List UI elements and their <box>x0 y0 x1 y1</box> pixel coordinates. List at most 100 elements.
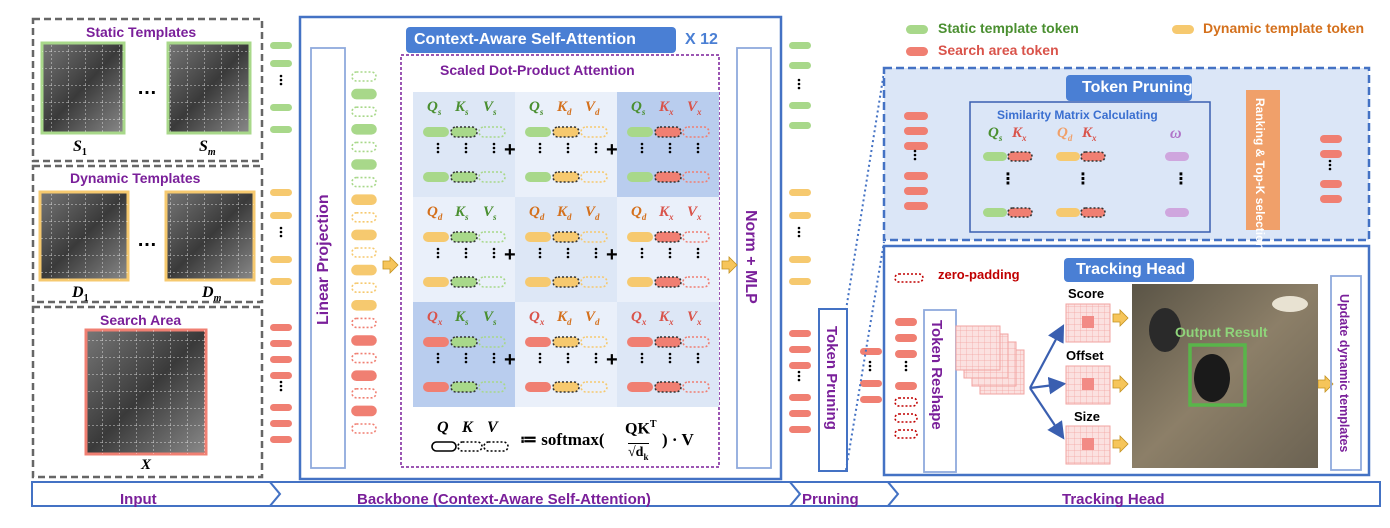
cell-symbol: Ks <box>455 309 469 327</box>
formula-token-v <box>483 441 509 452</box>
plus-sign: + <box>606 139 618 161</box>
topk-token <box>1320 180 1342 188</box>
pruned-token <box>860 380 882 387</box>
projected-token <box>351 299 377 311</box>
dots <box>668 146 672 150</box>
key-token <box>1080 151 1106 162</box>
dynamic-token <box>270 212 292 219</box>
topk-token <box>1320 195 1342 203</box>
stage-backbone: Backbone (Context-Aware Self-Attention) <box>357 491 651 508</box>
dots <box>436 352 440 356</box>
dots <box>904 368 908 372</box>
score-map <box>1065 303 1111 343</box>
stage-pruning: Pruning <box>802 491 859 508</box>
key-token <box>654 231 682 243</box>
dots <box>696 352 700 356</box>
plus-sign: + <box>504 244 516 266</box>
dots <box>797 378 801 382</box>
value-token <box>682 171 710 183</box>
post-attention-tokens <box>789 42 882 433</box>
dots <box>594 142 598 146</box>
projected-token <box>351 370 377 382</box>
dots <box>538 352 542 356</box>
dots <box>797 226 801 230</box>
cell-symbol: Vd <box>585 99 600 117</box>
dots <box>538 150 542 154</box>
flow-arrow <box>382 256 399 274</box>
dots <box>279 234 283 238</box>
value-token <box>580 231 608 243</box>
dynamic-token <box>789 278 811 285</box>
omega-label: ω <box>1170 125 1182 142</box>
static-token <box>270 60 292 67</box>
key-token <box>1007 151 1033 162</box>
size-label: Size <box>1074 409 1101 424</box>
cell-symbol: Vx <box>687 204 702 222</box>
value-token <box>682 276 710 288</box>
dots <box>492 251 496 255</box>
static-token <box>270 42 292 49</box>
query-token <box>983 152 1007 161</box>
projected-token <box>351 247 377 258</box>
value-token <box>682 231 710 243</box>
cell-symbol: Qd <box>631 204 647 222</box>
dots <box>566 247 570 251</box>
linear-projection-label: Linear Projection <box>315 194 332 326</box>
dots <box>640 142 644 146</box>
cell-symbol: Qd <box>427 204 443 222</box>
output-photo <box>1132 284 1318 468</box>
dots <box>640 360 644 364</box>
dots <box>566 142 570 146</box>
value-token <box>580 126 608 138</box>
dots <box>464 146 468 150</box>
key-token <box>552 381 580 393</box>
dots <box>797 230 801 234</box>
omega-token <box>1165 152 1189 161</box>
offset-label: Offset <box>1066 348 1104 363</box>
dots <box>594 255 598 259</box>
cell-symbol: Qx <box>529 309 545 327</box>
dots <box>913 149 917 153</box>
dynamic-token <box>270 189 292 196</box>
query-token <box>627 172 653 182</box>
update-dynamic-label: Update dynamic templates <box>1337 293 1351 453</box>
projected-token <box>351 229 377 241</box>
key-token <box>1007 207 1033 218</box>
dots <box>492 360 496 364</box>
projected-token <box>351 423 377 434</box>
key-token <box>552 126 580 138</box>
dots <box>913 157 917 161</box>
static-token <box>270 126 292 133</box>
dots <box>640 251 644 255</box>
projected-token <box>351 141 377 153</box>
norm-mlp-label: Norm + MLP <box>742 210 759 304</box>
dots <box>668 255 672 259</box>
formula-end: ) · V <box>662 430 694 449</box>
dots <box>279 78 283 82</box>
dots <box>868 360 872 364</box>
value-token <box>478 336 506 348</box>
pruned-token <box>860 396 882 403</box>
dots <box>492 356 496 360</box>
legend-dynamic-pill <box>1172 25 1194 34</box>
query-token <box>423 337 449 347</box>
key-token <box>654 126 682 138</box>
dots <box>913 153 917 157</box>
key-token <box>450 381 478 393</box>
flow-arrow <box>721 256 738 274</box>
formula-numerator: QKT <box>625 419 657 438</box>
token-reshape-label: Token Reshape <box>928 320 945 430</box>
dots <box>668 352 672 356</box>
dots <box>492 352 496 356</box>
cell-symbol: Qx <box>631 309 647 327</box>
value-token <box>580 171 608 183</box>
dots <box>436 142 440 146</box>
flow-arrow <box>1112 435 1129 453</box>
legend-dynamic: Dynamic template token <box>1203 20 1365 36</box>
value-token <box>580 381 608 393</box>
topk-token <box>1320 135 1342 143</box>
dots <box>594 360 598 364</box>
cell-symbol: Ks <box>455 99 469 117</box>
search-token <box>789 394 811 401</box>
